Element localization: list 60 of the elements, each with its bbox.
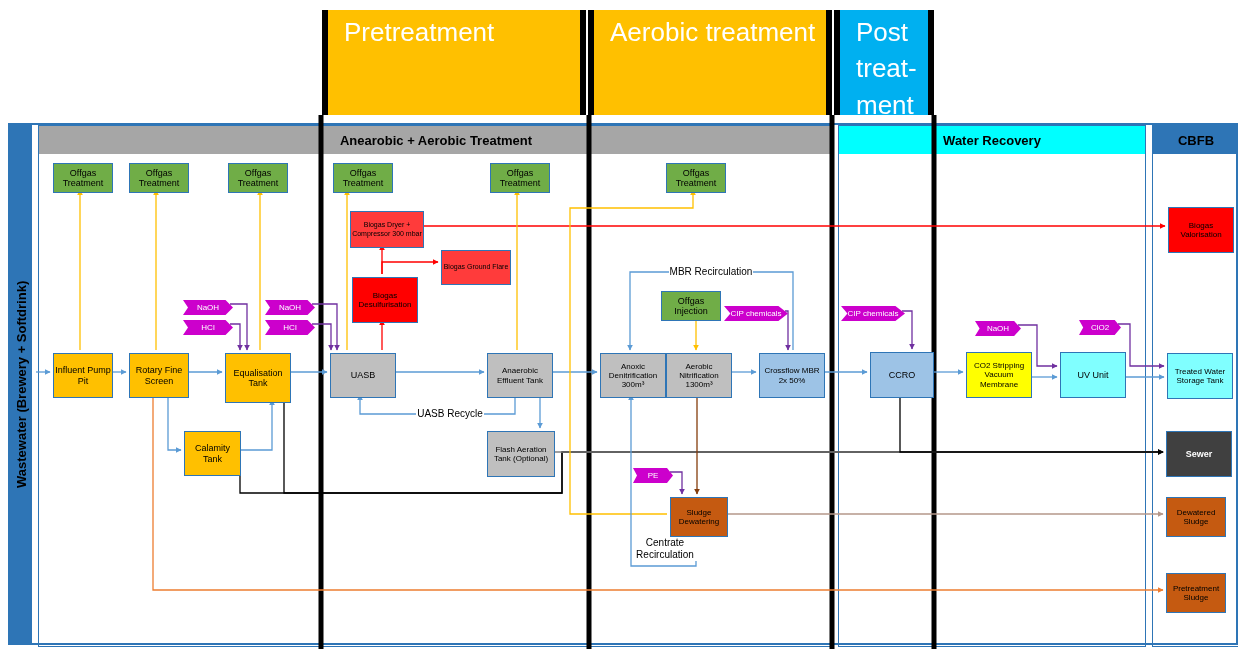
- chemical-tag: NaOH: [975, 321, 1021, 336]
- process-box: Biogas Desulfurisation: [352, 277, 418, 323]
- swimlane: [1152, 125, 1238, 647]
- edge-label: Centrate Recirculation: [633, 537, 697, 561]
- connector-arrow: [229, 323, 243, 351]
- phase-band: Pretreatment: [322, 10, 586, 115]
- connector-arrow: [229, 303, 250, 351]
- process-box: Treated Water Storage Tank: [1167, 353, 1233, 399]
- lane-header: Anearobic + Aerobic Treatment: [39, 126, 833, 154]
- connector-arrow: [35, 369, 51, 375]
- process-box: Offgas Treatment: [53, 163, 113, 193]
- chemical-tag: ClO2: [1079, 320, 1121, 335]
- connector-arrow: [311, 323, 334, 351]
- process-box: UV Unit: [1060, 352, 1126, 398]
- process-box: Biogas Valorisation: [1168, 207, 1234, 253]
- chemical-tag: CIP chemicals: [724, 306, 788, 321]
- lane-header: Water Recovery: [839, 126, 1145, 154]
- lane-header: CBFB: [1153, 126, 1238, 154]
- process-box: Offgas Injection: [661, 291, 721, 321]
- process-box: CCRO: [870, 352, 934, 398]
- process-box: UASB: [330, 353, 396, 398]
- phase-band: Post treat- ment: [834, 10, 934, 115]
- connector-arrow: [901, 310, 915, 350]
- chemical-tag: CIP chemicals: [841, 306, 905, 321]
- process-box: Offgas Treatment: [129, 163, 189, 193]
- process-box: Equalisation Tank: [225, 353, 291, 403]
- connector-arrow: [1017, 324, 1058, 369]
- phase-band: Aerobic treatment: [588, 10, 832, 115]
- process-box: CO2 Stripping Vacuum Membrane: [966, 352, 1032, 398]
- process-box: Calamity Tank: [184, 431, 241, 476]
- process-box: Offgas Treatment: [666, 163, 726, 193]
- process-box: Pretreatment Sludge: [1166, 573, 1226, 613]
- edge-label: MBR Recirculation: [668, 266, 754, 278]
- pool-title: Wastewater (Brewery + Softdrink): [10, 125, 32, 643]
- connector-arrow: [669, 471, 685, 495]
- process-box: Offgas Treatment: [490, 163, 550, 193]
- process-box: Influent Pump Pit: [53, 353, 113, 398]
- chemical-tag: NaOH: [183, 300, 233, 315]
- process-box: Offgas Treatment: [228, 163, 288, 193]
- connector-arrow: [1117, 323, 1165, 369]
- process-box: Anoxic Denitrification 300m³: [600, 353, 666, 398]
- process-box: Flash Aeration Tank (Optional): [487, 431, 555, 477]
- chemical-tag: NaOH: [265, 300, 315, 315]
- process-box: Aerobic Nitrification 1300m³: [666, 353, 732, 398]
- chemical-tag: HCl: [265, 320, 315, 335]
- chemical-tag: PE: [633, 468, 673, 483]
- process-box: Dewatered Sludge: [1166, 497, 1226, 537]
- process-box: Anaerobic Effluent Tank: [487, 353, 553, 398]
- process-box: Rotary Fine Screen: [129, 353, 189, 398]
- swimlane-pool: [8, 123, 1238, 645]
- connector-arrow: [311, 303, 340, 351]
- process-box: Sludge Dewatering: [670, 497, 728, 537]
- connector-arrow: [381, 259, 439, 275]
- edge-label: UASB Recycle: [416, 408, 484, 420]
- process-box: Sewer: [1166, 431, 1232, 477]
- swimlane: [838, 125, 1146, 647]
- process-box: Crossflow MBR 2x 50%: [759, 353, 825, 398]
- chemical-tag: HCl: [183, 320, 233, 335]
- connector-arrow: [784, 310, 791, 351]
- process-box: Offgas Treatment: [333, 163, 393, 193]
